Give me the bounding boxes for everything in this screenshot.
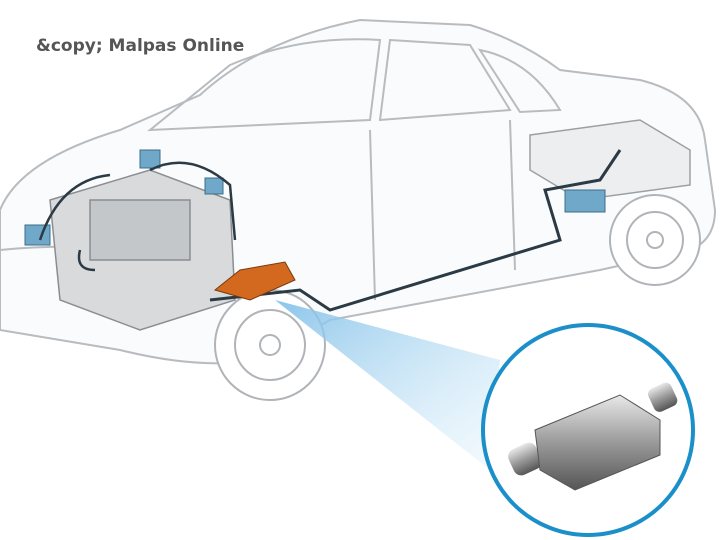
- exhaust-pipe: [209, 149, 622, 312]
- watermark: &copy; Malpas Online: [36, 36, 245, 56]
- catalytic-converter-on-car: [213, 261, 296, 301]
- wiring: [38, 161, 237, 272]
- engine: [49, 169, 236, 331]
- catalytic-converter-inset: [481, 323, 695, 537]
- front-wheel: [214, 289, 326, 401]
- fuel-tank: [529, 119, 691, 201]
- magnify-beam: [275, 300, 500, 470]
- rear-wheel: [609, 194, 701, 286]
